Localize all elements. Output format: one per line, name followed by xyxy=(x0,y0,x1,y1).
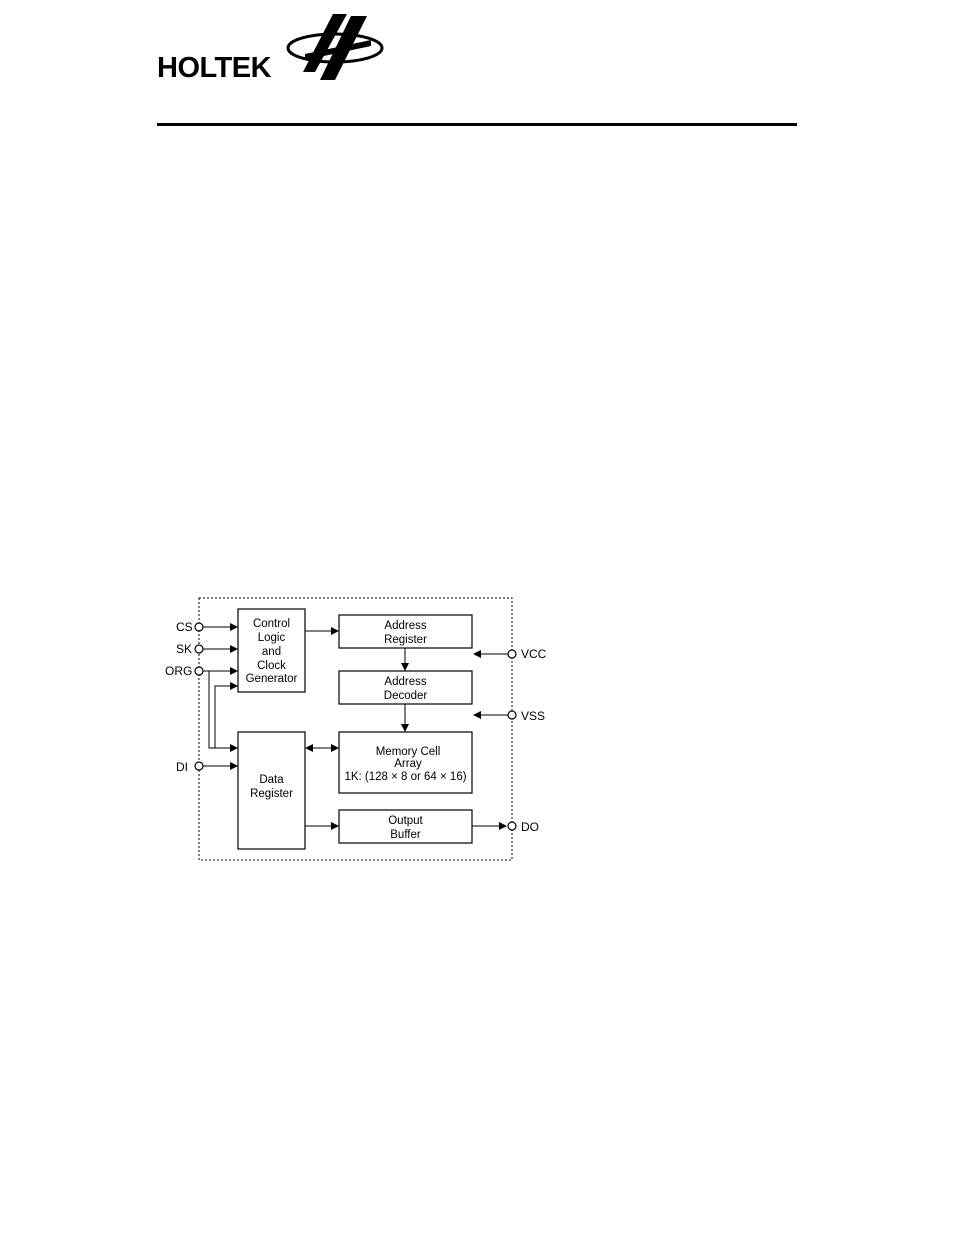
pin-do: DO xyxy=(472,820,539,834)
control-logic-line-3: and xyxy=(262,646,281,658)
control-logic-block: Control Logic and Clock Generator xyxy=(237,608,306,693)
pin-org-label: ORG xyxy=(165,664,192,678)
control-logic-line-4: Clock xyxy=(257,660,286,672)
pin-sk: SK xyxy=(176,642,238,656)
data-register-line-1: Data xyxy=(259,774,284,786)
pin-vss-label: VSS xyxy=(521,709,545,723)
control-logic-line-5: Generator xyxy=(246,673,298,685)
memory-array-block: Memory Cell Array 1K: (128 × 8 or 64 × 1… xyxy=(338,731,473,794)
logo-text: HOLTEK xyxy=(157,52,272,84)
control-logic-line-2: Logic xyxy=(258,632,286,644)
output-buffer-line-2: Buffer xyxy=(390,829,421,841)
memory-array-line-3: 1K: (128 × 8 or 64 × 16) xyxy=(344,771,466,783)
holtek-logo: HOLTEK xyxy=(157,14,384,84)
pin-vcc-label: VCC xyxy=(521,647,547,661)
control-logic-line-1: Control xyxy=(253,618,290,630)
data-register-block: Data Register xyxy=(237,731,306,850)
address-register-line-1: Address xyxy=(384,620,426,632)
pin-di-label: DI xyxy=(176,760,188,774)
data-to-control-line xyxy=(214,682,238,748)
logo-emblem-icon xyxy=(286,14,384,80)
header-divider xyxy=(157,123,797,126)
data-register-line-2: Register xyxy=(250,788,293,800)
pin-vss: VSS xyxy=(473,709,545,723)
address-decoder-block: Address Decoder xyxy=(338,670,473,705)
address-decoder-line-2: Decoder xyxy=(384,690,428,702)
address-register-block: Address Register xyxy=(338,614,473,649)
pin-org: ORG xyxy=(165,664,238,752)
pin-vcc: VCC xyxy=(473,647,547,661)
pin-do-label: DO xyxy=(521,820,539,834)
chip-boundary xyxy=(198,597,513,861)
output-buffer-line-1: Output xyxy=(388,815,423,827)
memory-array-line-2: Array xyxy=(394,758,422,770)
pin-di: DI xyxy=(176,760,238,774)
address-decoder-line-1: Address xyxy=(384,676,426,688)
output-buffer-block: Output Buffer xyxy=(338,809,473,844)
pin-cs: CS xyxy=(176,620,238,634)
memory-array-line-1: Memory Cell xyxy=(376,746,441,758)
address-register-line-2: Register xyxy=(384,634,427,646)
pin-sk-label: SK xyxy=(176,642,192,656)
pin-cs-label: CS xyxy=(176,620,193,634)
